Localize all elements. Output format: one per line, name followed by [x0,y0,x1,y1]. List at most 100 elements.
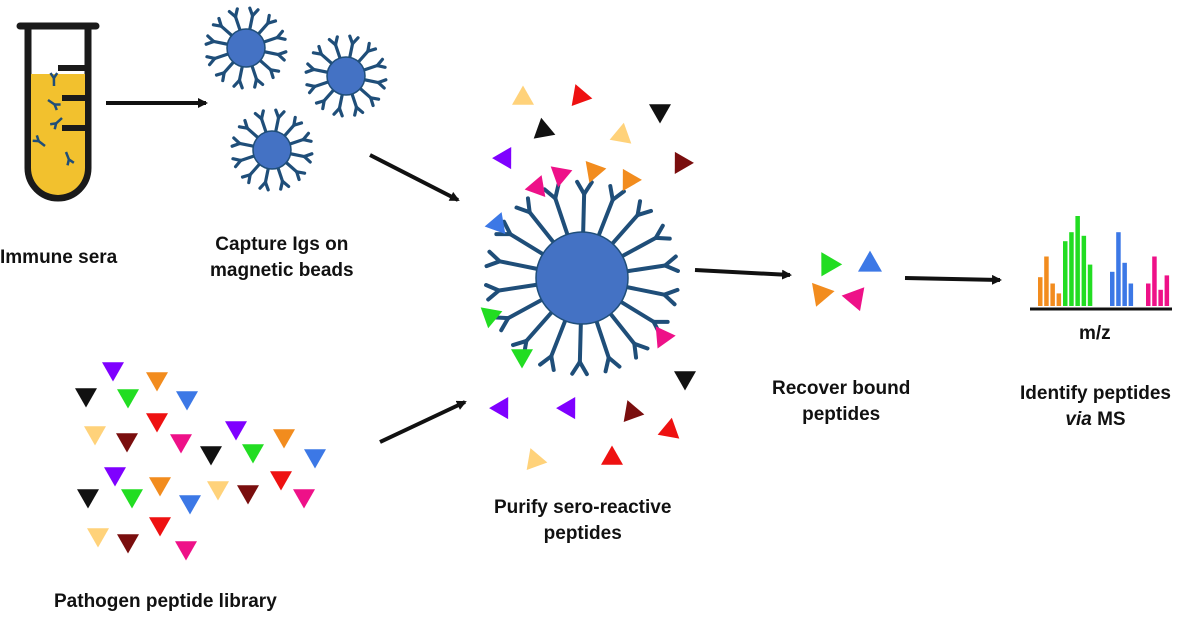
antibody-icon [251,64,262,87]
antibody-icon [349,36,358,59]
antibody-icon [283,117,301,137]
peptide-maroon [617,396,644,422]
peptide-green [242,444,264,463]
peptide-maroon [237,485,259,504]
antibody-icon [206,36,229,45]
peptide-orange [149,477,171,496]
peptide-yellow [207,481,229,500]
peptide-red [658,416,683,439]
spectrum-peak-pink [1152,257,1157,307]
antibody-icon [275,110,284,133]
axis-label-mz: m/z [1079,321,1111,347]
antibody-icon [262,31,285,42]
peptide-blue [858,251,882,272]
antibody-icon [486,285,538,300]
peptide-yellow [512,86,534,105]
antibody-icon [363,79,386,88]
antibody-icon [233,155,256,166]
small-bead [232,110,312,190]
peptide-yellow [610,121,635,144]
label-pathogen-library: Pathogen peptide library [54,589,277,615]
peptide-pink [648,326,676,353]
antibody-icon [255,111,266,134]
peptide-pink [842,280,874,312]
spectrum-peak-blue [1110,272,1115,306]
antibody-icon [207,53,230,64]
mass-spectrum [1030,216,1172,309]
spectrum-peak-orange [1057,293,1062,306]
antibody-icon [232,138,255,147]
antibody-icon [249,8,258,31]
peptide-pink [170,434,192,453]
peptide-purple [104,467,126,486]
antibody-icon [289,153,312,162]
peptide-blue [179,495,201,514]
peptide-triangles [75,80,882,560]
spectrum-peak-orange [1038,277,1043,306]
antibody-icon [359,87,379,105]
label-identify: Identify peptides via MS [1020,381,1171,433]
antibody-icon [229,9,240,32]
bead-core [536,232,628,324]
peptide-purple [556,391,585,419]
antibody-icon [260,167,269,190]
antibody-icon [351,92,362,115]
arrow-recover-to-identify [905,278,1000,280]
antibody-icon [487,252,539,269]
antibody-icon [257,15,275,35]
peptide-black [77,489,99,508]
antibody-icon [217,61,235,81]
peptide-maroon [665,152,694,180]
antibody-icon [213,19,233,37]
peptide-blue [176,391,198,410]
peptide-orange [146,372,168,391]
label-capture-igs: Capture Igs on magnetic beads [210,232,354,284]
peptide-maroon [117,534,139,553]
spectrum-peak-orange [1050,284,1055,307]
antibody-icon [234,65,243,88]
bead-core [327,57,365,95]
antibody-icon [362,59,385,70]
spectrum-peak-pink [1165,275,1170,306]
spectrum-peak-pink [1158,290,1163,306]
antibody-icon [596,320,619,372]
antibody-icon [239,121,259,139]
antibody-icon [334,93,343,116]
arrow-purify-to-recover [695,270,790,275]
peptide-black [674,371,696,390]
spectrum-peak-green [1075,216,1080,306]
spectrum-peak-blue [1116,232,1121,306]
peptide-yellow [520,444,547,470]
label-recover: Recover bound peptides [772,376,910,428]
spectrum-peak-blue [1122,263,1127,306]
peptide-maroon [116,433,138,452]
antibody-icon [577,182,592,234]
antibody-icon [609,312,647,357]
antibody-icon [357,43,375,63]
peptide-purple [492,141,521,169]
spectrum-peak-blue [1129,284,1134,307]
peptide-orange [805,283,835,311]
antibody-icon [243,163,261,183]
antibody-icon [263,51,286,60]
spectrum-peak-orange [1044,257,1049,307]
peptide-red [146,413,168,432]
antibody-icon [329,37,340,60]
peptide-blue [304,449,326,468]
spectrum-peak-green [1063,241,1068,306]
arrow-library-to-purify [380,402,465,442]
antibody-icon [288,133,311,144]
spectrum-peak-green [1088,265,1093,306]
spectrum-peak-green [1082,236,1087,306]
antibody-icon [494,299,543,330]
peptide-green [811,246,842,276]
bead-core [227,29,265,67]
peptide-purple [225,421,247,440]
arrow-beads-to-purify [370,155,458,200]
magnetic-beads [206,8,386,190]
peptide-orange [273,429,295,448]
antibody-icon [306,64,329,73]
peptide-red [270,471,292,490]
antibody-icon [626,257,678,272]
